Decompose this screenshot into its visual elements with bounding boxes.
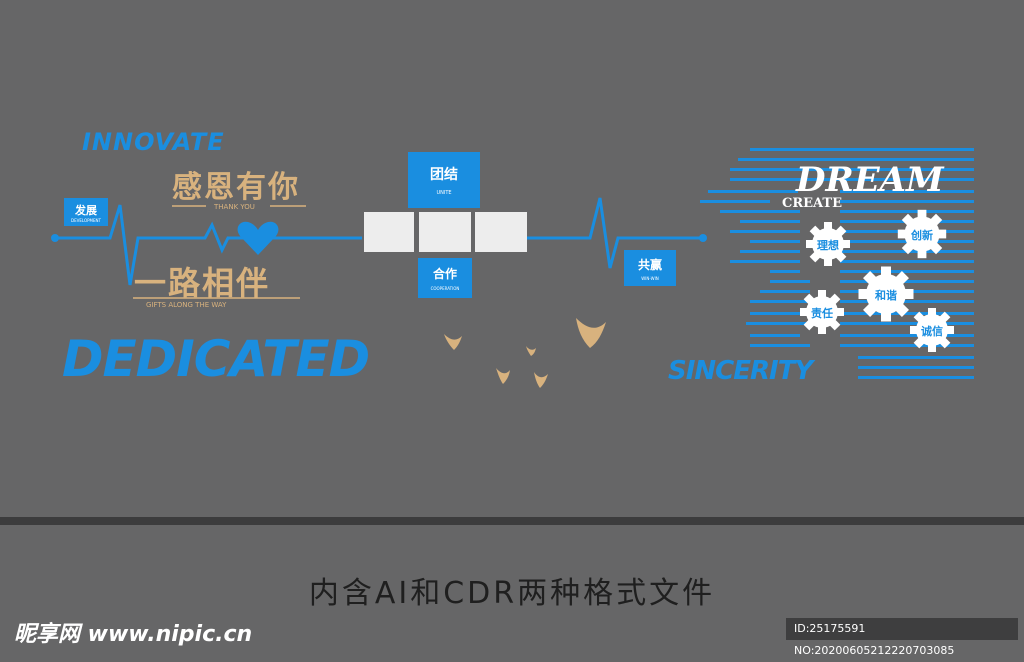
birds-decoration [444,318,606,388]
gear-label-innovation: 创新 [911,229,933,242]
gears-group [800,209,954,352]
floor-divider [0,517,1024,525]
badge-development: 发展 DEVELOPMENT [64,198,108,226]
box-cooperation: 合作 COOPERATION [418,258,472,298]
image-id-bar: ID:25175591 NO:20200605212220703085 [786,618,1018,657]
site-logo: 昵享网 www.nipic.cn [14,622,253,647]
heading-grateful: 感恩有你 [172,170,300,205]
culture-wall: INNOVATE 感恩有你 THANK YOU 发展 DEVELOPMENT 一… [51,128,974,388]
unite-sub: UNITE [436,190,452,196]
photo-frame-3 [475,212,527,252]
bird-icon [444,334,462,350]
win-win-label: 共赢 [637,257,662,272]
gear-label-responsibility: 责任 [811,307,833,320]
sub-thank-you: THANK YOU [214,203,255,211]
dream-title: DREAM [796,160,944,200]
photo-frame-2 [419,212,471,252]
sub-gifts: GIFTS ALONG THE WAY [146,301,227,309]
bird-icon [496,368,510,384]
cooperation-label: 合作 [432,267,457,281]
badge-sub: DEVELOPMENT [71,217,101,223]
dedicated-title: DEDICATED [62,330,370,388]
box-unite: 团结 UNITE [408,152,480,208]
bird-icon [534,372,548,388]
win-win-sub: WIN-WIN [641,275,659,281]
gear-label-ideal: 理想 [817,239,839,252]
heart-icon [237,221,279,255]
unite-label: 团结 [430,167,458,183]
sincerity-title: SINCERITY [668,356,813,386]
gear-label-harmony: 和谐 [875,289,897,302]
box-win-win: 共赢 WIN-WIN [624,250,676,286]
heartbeat-line [51,197,707,299]
bird-icon [526,346,536,356]
gear-label-integrity: 诚信 [921,325,943,338]
create-subtitle: CREATE [782,196,843,211]
footer-caption: 内含AI和CDR两种格式文件 [308,576,716,611]
cooperation-sub: COOPERATION [430,286,460,291]
photo-frame-1 [364,212,414,252]
heading-together: 一路相伴 [134,264,271,302]
badge-label: 发展 [75,203,97,217]
innovate-title: INNOVATE [82,128,225,156]
bird-icon [576,318,606,348]
